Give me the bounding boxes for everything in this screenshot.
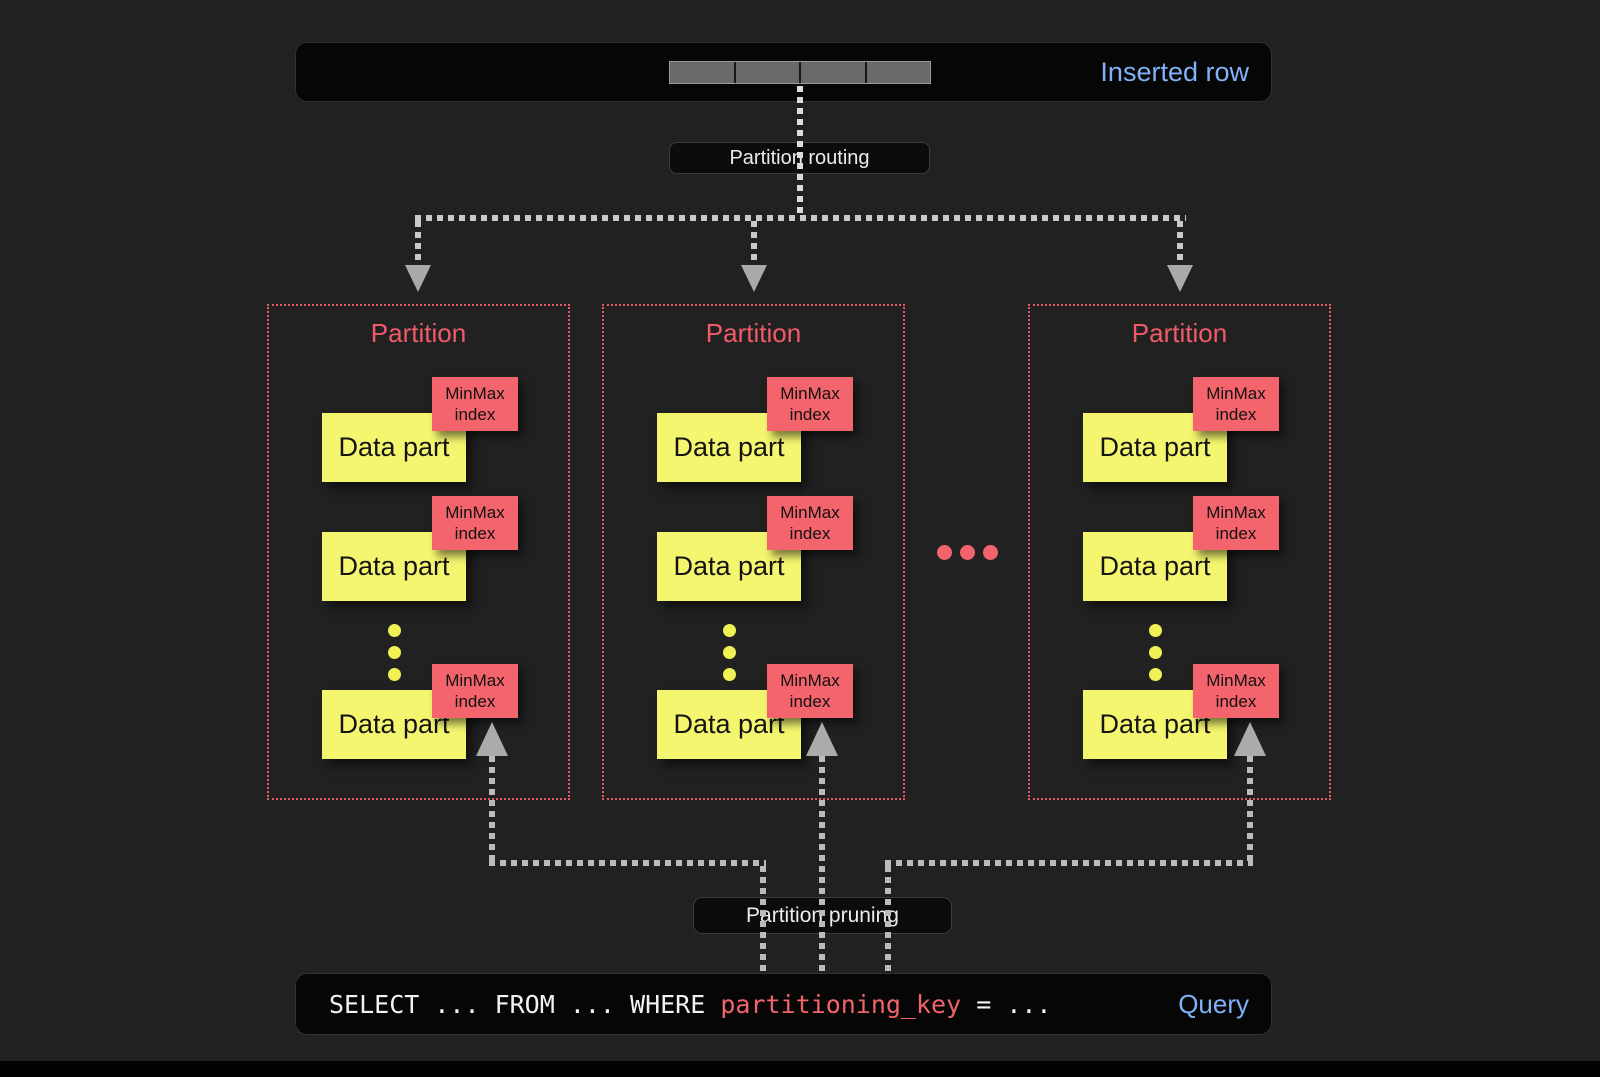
routing-line-horizontal (415, 215, 1186, 221)
more-parts-ellipsis (388, 624, 401, 681)
sql-partitioning-key: partitioning_key (720, 989, 962, 1019)
partition-box: Partition Data part MinMax index Data pa… (1028, 304, 1331, 800)
row-cell (733, 62, 799, 83)
inserted-row-label: Inserted row (1100, 56, 1249, 87)
minmax-index-tag: MinMax index (767, 496, 853, 550)
more-parts-ellipsis (723, 624, 736, 681)
partition-box: Partition Data part MinMax index Data pa… (267, 304, 570, 800)
pruning-line-left-horizontal (489, 860, 766, 866)
partition-title: Partition (705, 318, 802, 348)
data-part: Data part (1083, 413, 1227, 482)
pruning-line-left-down (760, 866, 766, 971)
sql-query-text: SELECT ... FROM ... WHERE partitioning_k… (329, 974, 1051, 1034)
row-cell (670, 62, 734, 83)
inserted-row-cells (669, 61, 931, 84)
sql-prefix: SELECT ... FROM ... WHERE (329, 989, 721, 1019)
partition-title: Partition (1131, 318, 1228, 348)
data-part: Data part (1083, 532, 1227, 601)
row-cell (864, 62, 930, 83)
minmax-index-tag: MinMax index (432, 496, 518, 550)
routing-branch-left (415, 221, 421, 265)
data-part: Data part (322, 413, 466, 482)
arrow-down-icon (1167, 265, 1193, 292)
arrow-down-icon (405, 265, 431, 292)
pruning-line-right-horizontal (885, 860, 1253, 866)
minmax-index-tag: MinMax index (767, 664, 853, 718)
routing-line-vertical (797, 86, 803, 218)
minmax-index-tag: MinMax index (1193, 664, 1279, 718)
routing-branch-right (1177, 221, 1183, 265)
query-label: Query (1178, 988, 1249, 1019)
arrow-down-icon (741, 265, 767, 292)
minmax-index-tag: MinMax index (767, 377, 853, 431)
row-cell (799, 62, 865, 83)
pruning-line-middle (819, 756, 825, 971)
more-partitions-ellipsis (937, 545, 998, 560)
inserted-row-bar: Inserted row (295, 42, 1272, 102)
arrow-up-icon (806, 722, 838, 756)
arrow-up-icon (1234, 722, 1266, 756)
arrow-up-icon (476, 722, 508, 756)
minmax-index-tag: MinMax index (432, 377, 518, 431)
partition-box: Partition Data part MinMax index Data pa… (602, 304, 905, 800)
query-bar: SELECT ... FROM ... WHERE partitioning_k… (295, 973, 1272, 1035)
sql-suffix: = ... (961, 989, 1052, 1019)
data-part: Data part (322, 532, 466, 601)
minmax-index-tag: MinMax index (1193, 496, 1279, 550)
pruning-line-right-up (1247, 756, 1253, 866)
minmax-index-tag: MinMax index (1193, 377, 1279, 431)
bottom-strip (0, 1061, 1600, 1077)
partition-title: Partition (370, 318, 467, 348)
minmax-index-tag: MinMax index (432, 664, 518, 718)
pruning-line-right-down (885, 866, 891, 971)
routing-branch-middle (751, 221, 757, 265)
more-parts-ellipsis (1149, 624, 1162, 681)
pruning-line-left-up (489, 756, 495, 866)
